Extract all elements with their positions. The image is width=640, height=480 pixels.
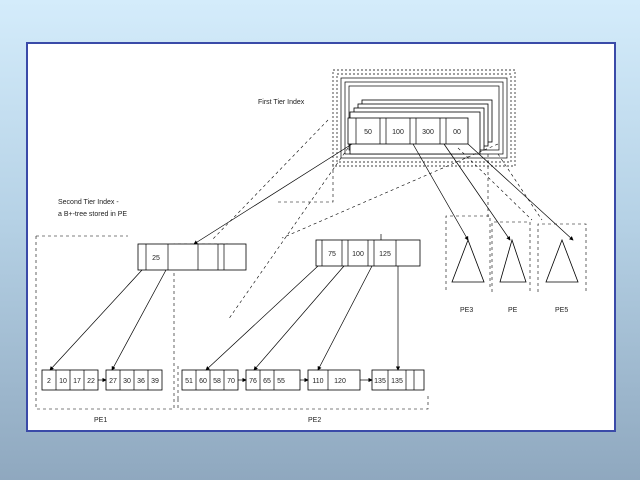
- leaf-3: 51 60 58 70: [181, 369, 239, 391]
- mid-right-key: 100: [352, 251, 364, 258]
- leaf-key: 60: [199, 378, 207, 385]
- root-key: 100: [392, 129, 404, 136]
- leaf-key: 76: [249, 378, 257, 385]
- leaf-key: 51: [185, 378, 193, 385]
- leaf-5: 110 120: [307, 369, 361, 391]
- mid-left-key: 25: [152, 255, 160, 262]
- pe4-label: PE: [508, 307, 518, 314]
- root-key: 00: [453, 129, 461, 136]
- pe2-label: PE2: [308, 417, 321, 424]
- second-tier-label-line2: a B+-tree stored in PE: [58, 211, 127, 218]
- leaf-key: 39: [151, 378, 159, 385]
- child-pointers: [49, 143, 574, 371]
- second-tier-label-line1: Second Tier Index -: [58, 199, 119, 206]
- leaf-key: 30: [123, 378, 131, 385]
- btree-diagram: First Tier Index 50 100 300 00 Second Ti…: [35, 69, 587, 424]
- mid-right-key: 125: [379, 251, 391, 258]
- leaf-key: 65: [263, 378, 271, 385]
- leaf-key: 2: [47, 378, 51, 385]
- slide-panel: First Tier Index 50 100 300 00 Second Ti…: [26, 42, 616, 432]
- leaf-6: 135 135: [371, 369, 425, 391]
- mid-right-node: 75 100 125: [315, 234, 421, 267]
- leaf-key: 10: [59, 378, 67, 385]
- right-partitions: [445, 215, 587, 292]
- root-key: 300: [422, 129, 434, 136]
- pe3-label: PE3: [460, 307, 473, 314]
- leaf-1: 2 10 17 22: [41, 369, 99, 391]
- leaf-key: 36: [137, 378, 145, 385]
- mid-right-key: 75: [328, 251, 336, 258]
- root-node: 50 100 300 00: [347, 117, 469, 145]
- leaf-key: 17: [73, 378, 81, 385]
- leaf-key: 70: [227, 378, 235, 385]
- pe1-label: PE1: [94, 417, 107, 424]
- first-tier-label: First Tier Index: [258, 99, 305, 106]
- tier-guides: [211, 119, 543, 321]
- leaf-key: 58: [213, 378, 221, 385]
- leaf-4: 76 65 55: [245, 369, 301, 391]
- leaf-key: 55: [277, 378, 285, 385]
- leaf-key: 110: [312, 378, 323, 385]
- leaf-key: 120: [334, 378, 346, 385]
- mid-left-node: 25: [137, 243, 247, 271]
- leaf-key: 27: [109, 378, 117, 385]
- root-key: 50: [364, 129, 372, 136]
- leaf-key: 135: [391, 378, 403, 385]
- leaf-key: 135: [374, 378, 386, 385]
- leaf-key: 22: [87, 378, 95, 385]
- pe5-label: PE5: [555, 307, 568, 314]
- leaf-2: 27 30 36 39: [105, 369, 163, 391]
